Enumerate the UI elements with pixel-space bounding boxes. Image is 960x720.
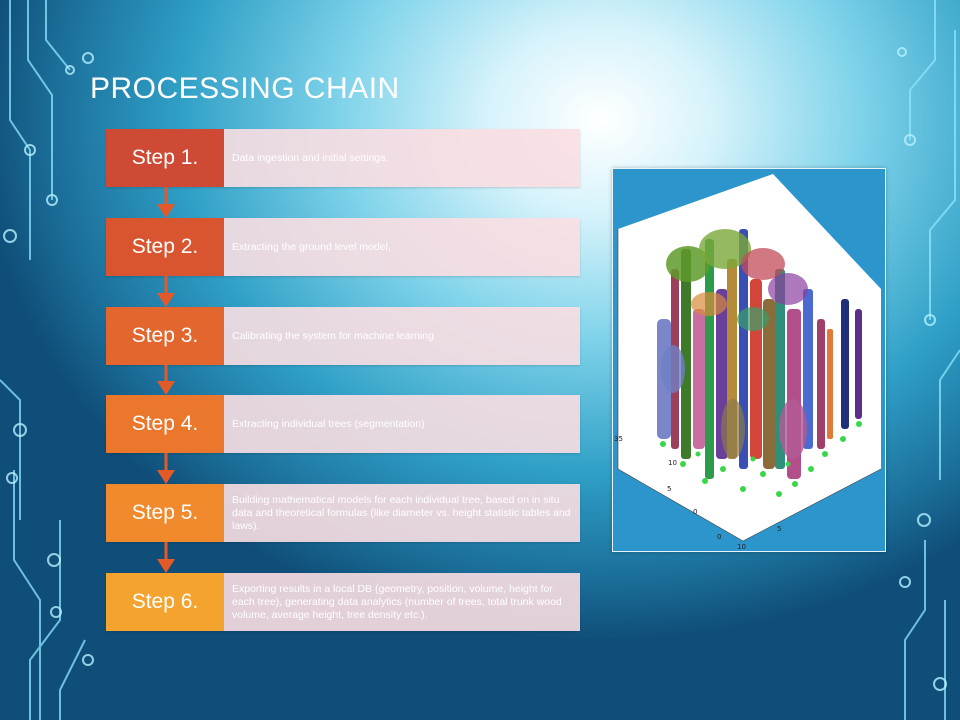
axis-tick-depth: 10 — [668, 459, 677, 467]
step-2: Step 2. Extracting the ground level mode… — [106, 218, 580, 276]
axis-tick-vertical: 35 — [614, 435, 623, 443]
step-description: Building mathematical models for each in… — [224, 484, 580, 542]
axis-tick-width: 10 — [737, 543, 746, 551]
axis-tick-width: 0 — [717, 533, 721, 541]
arrow-down-icon — [157, 542, 175, 573]
page-title: PROCESSING CHAIN — [90, 72, 400, 105]
arrow-down-icon — [157, 276, 175, 307]
step-label: Step 4. — [106, 395, 224, 453]
step-label: Step 3. — [106, 307, 224, 365]
step-description: Exporting results in a local DB (geometr… — [224, 573, 580, 631]
step-4: Step 4. Extracting individual trees (seg… — [106, 395, 580, 453]
step-description: Calibrating the system for machine learn… — [224, 307, 580, 365]
axis-tick-width: 5 — [777, 525, 781, 533]
arrow-down-icon — [157, 187, 175, 218]
point-cloud-plot: 35 10 5 0 0 5 10 — [612, 168, 886, 552]
step-description: Extracting individual trees (segmentatio… — [224, 395, 580, 453]
step-label: Step 5. — [106, 484, 224, 542]
step-description: Extracting the ground level model, — [224, 218, 580, 276]
step-5: Step 5. Building mathematical models for… — [106, 484, 580, 542]
step-3: Step 3. Calibrating the system for machi… — [106, 307, 580, 365]
step-description: Data ingestion and initial settings. — [224, 129, 580, 187]
axis-tick-depth: 0 — [693, 508, 697, 516]
ground-points — [660, 421, 862, 497]
arrow-down-icon — [157, 453, 175, 484]
step-6: Step 6. Exporting results in a local DB … — [106, 573, 580, 631]
step-label: Step 6. — [106, 573, 224, 631]
arrow-down-icon — [157, 365, 175, 395]
axis-tick-depth: 5 — [667, 485, 671, 493]
tree-point-cloud — [657, 229, 862, 479]
step-label: Step 2. — [106, 218, 224, 276]
point-cloud-image: 35 10 5 0 0 5 10 — [614, 174, 882, 551]
step-1: Step 1. Data ingestion and initial setti… — [106, 129, 580, 187]
step-label: Step 1. — [106, 129, 224, 187]
